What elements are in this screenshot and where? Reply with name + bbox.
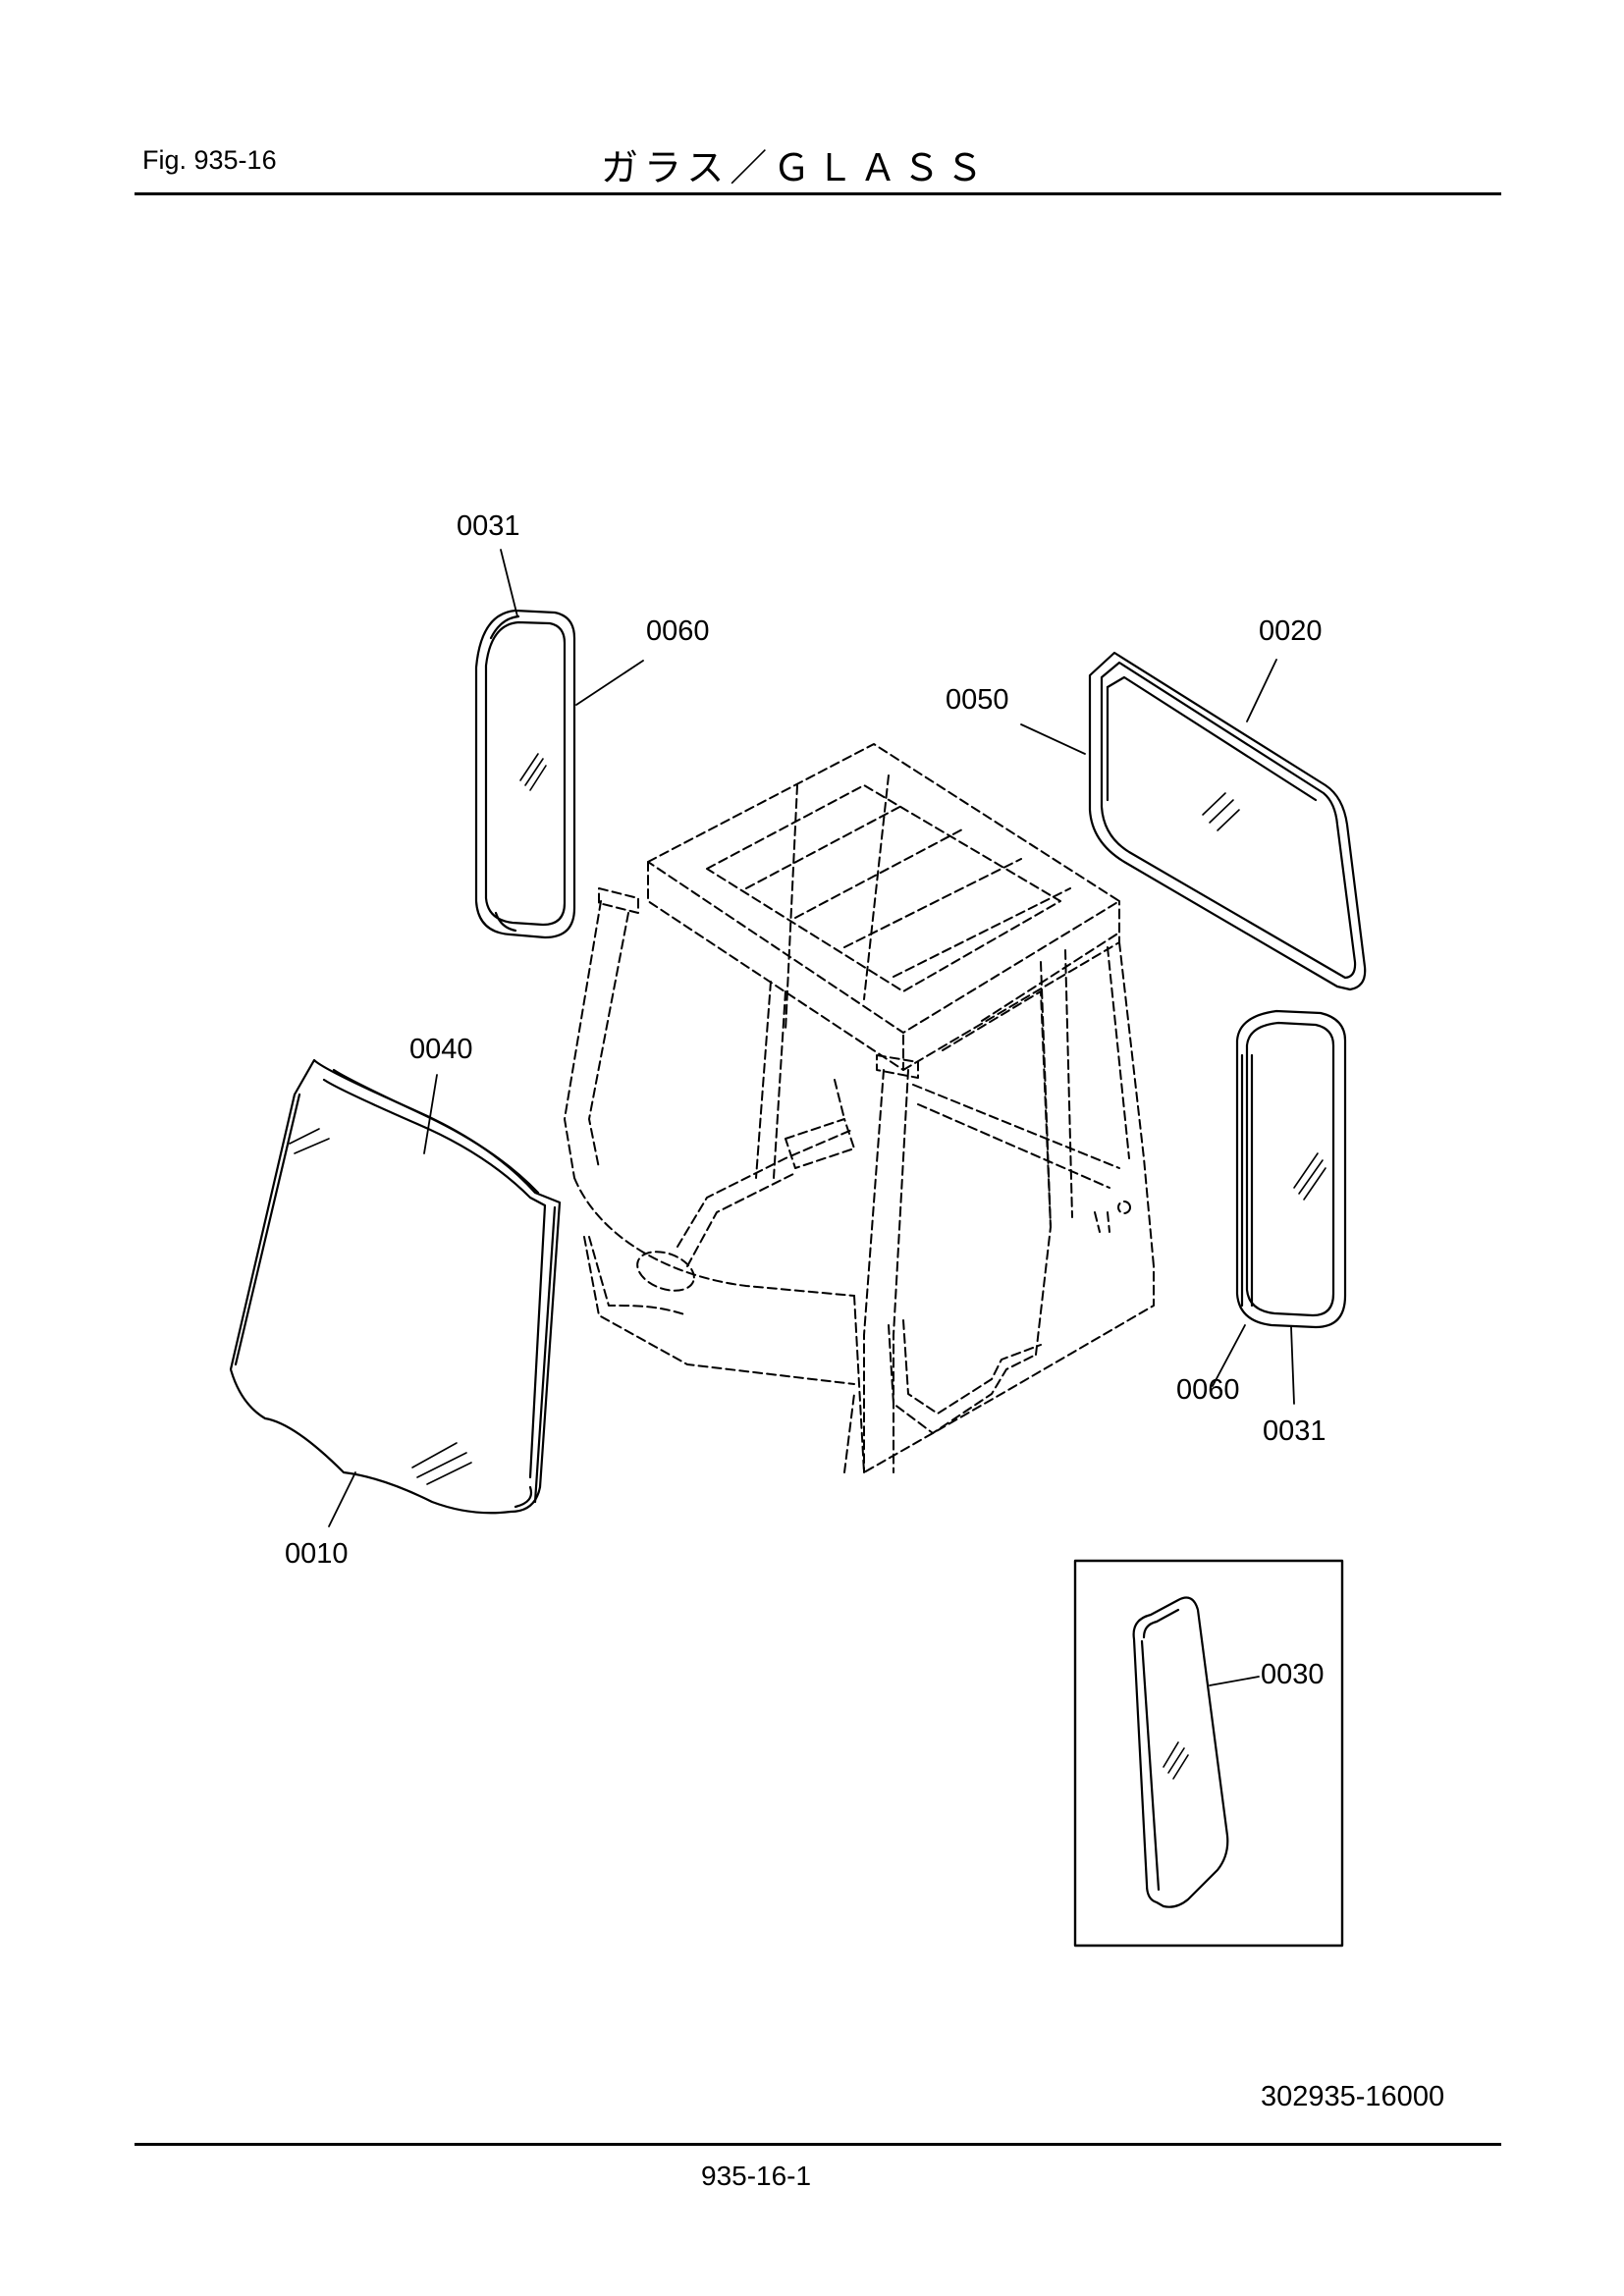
callout-0040: 0040 [409, 1034, 473, 1065]
callout-0060-upper: 0060 [646, 615, 710, 647]
glass-0031-upper [474, 609, 576, 939]
cab-frame [564, 743, 1155, 1473]
callout-0060-lower: 0060 [1176, 1374, 1240, 1406]
page-title: ガラス／ＧＬＡＳＳ [601, 146, 990, 189]
figure-number: Fig. 935-16 [142, 145, 277, 175]
footer-rule [135, 2143, 1501, 2146]
callout-0010: 0010 [285, 1538, 349, 1570]
callout-0031-upper: 0031 [457, 510, 520, 542]
glass-0020-rear [1088, 651, 1367, 991]
drawing-number: 302935-16000 [1261, 2081, 1445, 2112]
page-number: 935-16-1 [701, 2161, 812, 2191]
inset-box [1073, 1559, 1344, 1948]
glass-0031-lower [1235, 1009, 1347, 1329]
glass-0010-front [229, 1058, 562, 1515]
header-rule [135, 192, 1501, 195]
callout-0050: 0050 [946, 684, 1009, 716]
callout-0031-lower: 0031 [1263, 1415, 1326, 1447]
callout-0030: 0030 [1261, 1659, 1325, 1690]
callouts: 0031 0060 0050 0020 0040 0060 0031 0010 … [285, 510, 1326, 1690]
callout-0020: 0020 [1259, 615, 1323, 647]
leader-lines [328, 549, 1295, 1686]
